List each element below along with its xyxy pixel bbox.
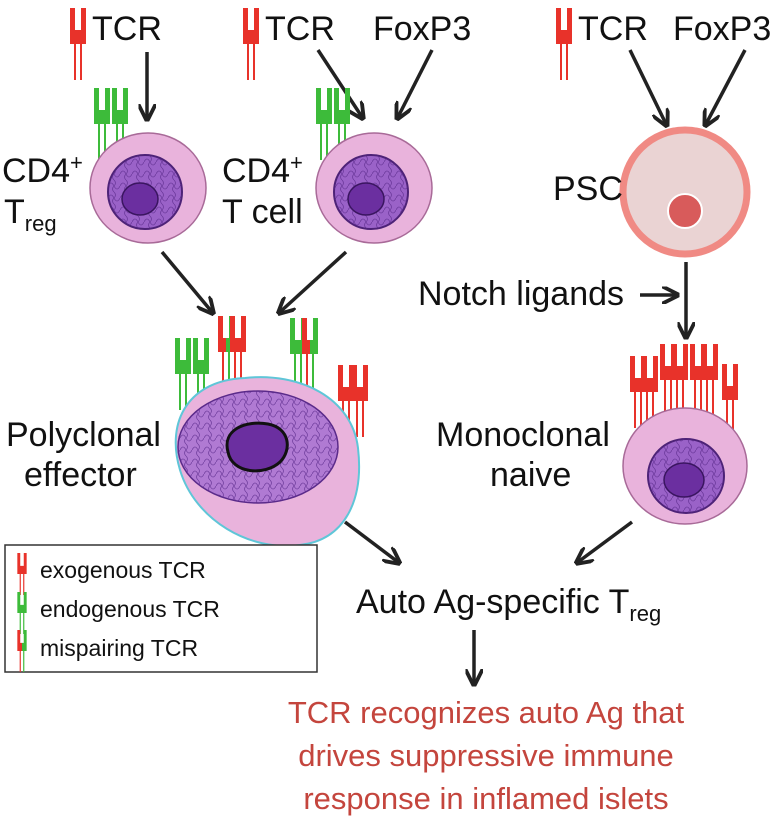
monoclonal-label-line1: Monoclonal bbox=[436, 416, 610, 454]
cd4-treg-cell bbox=[89, 88, 207, 244]
psc-label: PSC bbox=[553, 170, 623, 208]
exogenous-tcr-receptor-icon bbox=[70, 8, 86, 80]
outcome-line2: drives suppressive immune bbox=[298, 738, 674, 773]
result-label: Auto Ag-specific T bbox=[356, 583, 629, 621]
arrow-tcell-to-polyclonal bbox=[280, 250, 348, 312]
cd4-treg-label: CD4+ Treg bbox=[2, 150, 83, 236]
exogenous-tcr-receptor-icon bbox=[352, 365, 368, 437]
polyclonal-effector-cell bbox=[174, 316, 368, 547]
psc-cell bbox=[619, 126, 751, 258]
arrow-treg-to-polyclonal bbox=[160, 250, 212, 312]
legend-box bbox=[4, 544, 318, 673]
outcome-line3: response in inflamed islets bbox=[303, 781, 668, 816]
legend-endogenous: endogenous TCR bbox=[40, 596, 220, 622]
polyclonal-label-line1: Polyclonal bbox=[6, 416, 161, 454]
exogenous-tcr-receptor-icon bbox=[672, 344, 688, 416]
monoclonal-label-line2: naive bbox=[490, 456, 571, 494]
monoclonal-naive-cell bbox=[622, 344, 748, 525]
endogenous-tcr-receptor-icon bbox=[175, 338, 191, 410]
arrow-tcr-to-psc bbox=[628, 49, 666, 124]
cd4-tcell-main: CD4 bbox=[222, 152, 290, 190]
svg-text:Auto Ag-specific Treg: Auto Ag-specific Treg bbox=[356, 583, 661, 626]
result-sub: reg bbox=[629, 601, 661, 626]
cd4-treg-main: CD4 bbox=[2, 152, 70, 190]
arrow-monoclonal-to-result bbox=[578, 520, 634, 562]
cd4-tcell-sup: + bbox=[290, 150, 303, 175]
mispairing-tcr-receptor-icon bbox=[302, 318, 318, 390]
right-tcr-label: TCR bbox=[578, 10, 648, 48]
cd4-t-cell bbox=[315, 88, 433, 244]
treg-sub: reg bbox=[25, 211, 57, 236]
svg-text:Treg: Treg bbox=[4, 193, 57, 236]
outcome-line1: TCR recognizes auto Ag that bbox=[288, 695, 685, 730]
middle-source: TCR FoxP3 bbox=[243, 8, 471, 80]
exogenous-tcr-receptor-icon bbox=[243, 8, 259, 80]
arrow-polyclonal-to-result bbox=[343, 520, 398, 562]
right-foxp3-label: FoxP3 bbox=[673, 10, 771, 48]
middle-foxp3-label: FoxP3 bbox=[373, 10, 471, 48]
psc-membrane bbox=[619, 126, 751, 258]
legend-exogenous: exogenous TCR bbox=[40, 557, 206, 583]
middle-tcr-label: TCR bbox=[265, 10, 335, 48]
treg-t: T bbox=[4, 193, 25, 231]
psc-nucleus bbox=[667, 193, 703, 229]
svg-text:CD4+: CD4+ bbox=[2, 150, 83, 190]
exogenous-tcr-receptor-icon bbox=[556, 8, 572, 80]
endogenous-tcr-receptor-icon bbox=[316, 88, 332, 160]
notch-ligands-label: Notch ligands bbox=[418, 275, 624, 313]
svg-text:CD4+: CD4+ bbox=[222, 150, 303, 190]
arrow-foxp3-to-tcell bbox=[398, 49, 434, 117]
legend: exogenous TCR endogenous TCR mispairing … bbox=[4, 544, 318, 673]
left-source: TCR bbox=[70, 8, 162, 80]
nucleolus bbox=[347, 182, 385, 216]
left-tcr-label: TCR bbox=[92, 10, 162, 48]
nucleolus bbox=[663, 462, 705, 498]
nucleolus bbox=[121, 182, 159, 216]
exogenous-tcr-receptor-icon bbox=[702, 344, 718, 416]
cd4-tcell-label: CD4+ T cell bbox=[222, 150, 303, 231]
cd4-treg-sup: + bbox=[70, 150, 83, 175]
legend-mispairing: mispairing TCR bbox=[40, 635, 198, 661]
right-source: TCR FoxP3 bbox=[556, 8, 771, 80]
polyclonal-label-line2: effector bbox=[24, 456, 137, 494]
arrow-tcr-to-tcell bbox=[316, 49, 362, 117]
arrow-foxp3-to-psc bbox=[706, 49, 747, 124]
tcell-line2: T cell bbox=[222, 193, 303, 231]
nucleolus bbox=[225, 421, 289, 473]
